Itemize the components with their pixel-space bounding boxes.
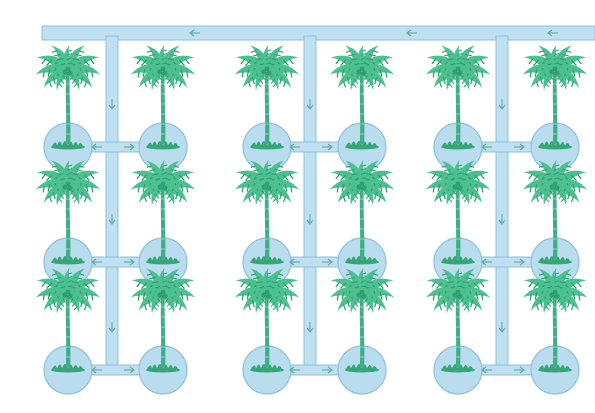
- palm-tree-icon: [424, 157, 491, 265]
- palm-tree-icon: [521, 42, 588, 150]
- palm-tree-icon: [233, 265, 300, 373]
- pipe-network: [42, 26, 595, 375]
- palm-tree-icon: [233, 42, 300, 150]
- palm-tree-icon: [328, 42, 395, 150]
- palm-tree-icon: [521, 265, 588, 373]
- palm-tree-icon: [129, 265, 196, 373]
- palm-tree-icon: [34, 42, 101, 150]
- palm-tree-icon: [233, 157, 300, 265]
- palm-tree-icon: [129, 42, 196, 150]
- palm-tree-icon: [328, 157, 395, 265]
- palm-tree-icon: [34, 265, 101, 373]
- palm-tree-icon: [34, 157, 101, 265]
- palm-tree-icon: [521, 157, 588, 265]
- palm-tree-icon: [328, 265, 395, 373]
- palm-tree-icon: [424, 265, 491, 373]
- palm-tree-icon: [424, 42, 491, 150]
- main-pipe: [42, 26, 595, 40]
- palm-tree-icon: [129, 157, 196, 265]
